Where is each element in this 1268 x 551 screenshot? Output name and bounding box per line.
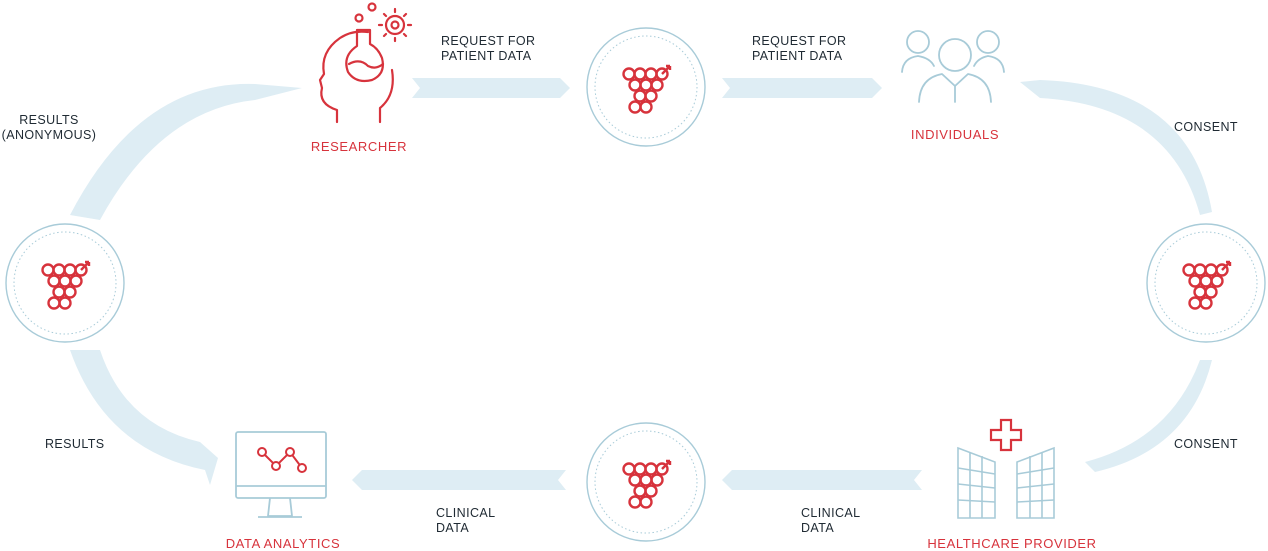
flow-arrow-clinical-right [722,470,922,490]
flow-label-consent-bottom: CONSENT [1174,437,1238,451]
flow-label-consent-top: CONSENT [1174,120,1238,134]
hub-right [1146,223,1266,343]
hub-bottom [586,422,706,542]
researcher-title: RESEARCHER [310,139,408,154]
flow-arrow-request-1 [412,78,570,98]
individuals-title: INDIVIDUALS [910,127,1000,142]
flow-label-results: RESULTS [45,437,105,451]
flow-arrow-researcher-to-left [70,83,302,221]
flow-arrow-clinical-left [352,470,566,490]
hub-top [586,27,706,147]
healthcare-provider-title: HEALTHCARE PROVIDER [927,536,1097,551]
people-group-icon [901,30,1005,103]
data-analytics-title: DATA ANALYTICS [225,536,341,551]
hospital-building-icon [957,418,1055,519]
flow-arrow-left-down-to-analytics [70,350,218,485]
researcher-head-flask-gear-icon [318,2,413,124]
flow-arrow-right-down-to-provider [1085,360,1212,472]
flow-arrow-request-2 [722,78,882,98]
flow-arrow-individuals-to-right [1020,80,1212,215]
analytics-monitor-icon [235,431,327,518]
hub-left [5,223,125,343]
flow-label-results-anonymous: RESULTS(ANONYMOUS) [1,113,97,142]
